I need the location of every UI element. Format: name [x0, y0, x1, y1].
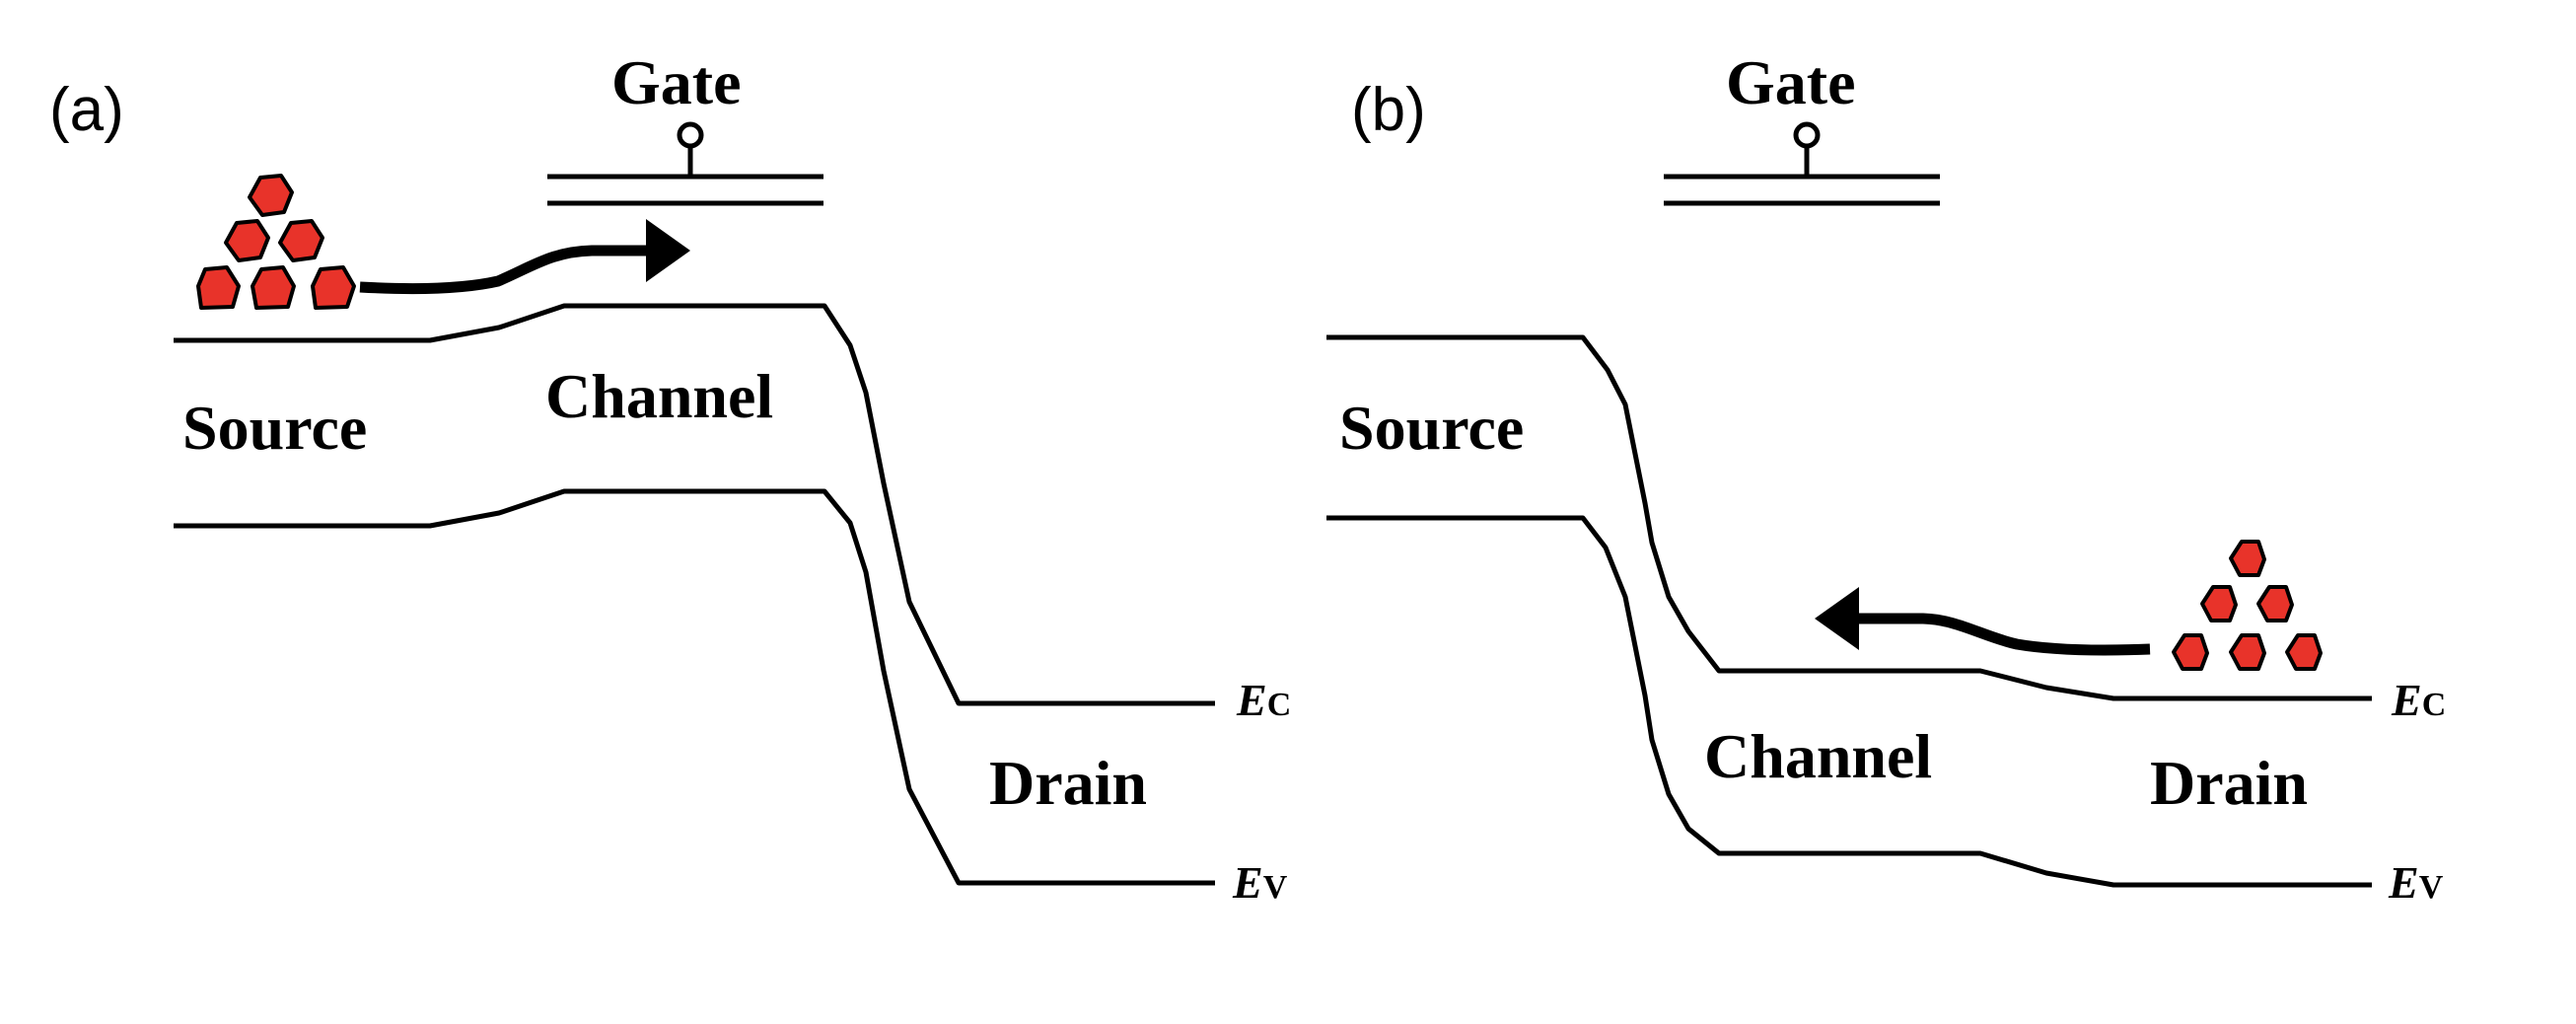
- electron-cluster-b: [2172, 540, 2323, 671]
- electron-icon: [2285, 633, 2323, 671]
- gate-label-b: Gate: [1726, 47, 1856, 117]
- gate-terminal-icon: [1793, 121, 1821, 175]
- electron-icon: [196, 265, 241, 310]
- ev-label-a: EV: [1232, 857, 1288, 908]
- panel-label-a: (a): [49, 76, 124, 144]
- gate-terminal-icon: [677, 121, 704, 175]
- electron-icon: [250, 265, 296, 310]
- electron-icon: [248, 174, 294, 217]
- drain-label-b: Drain: [2150, 748, 2308, 818]
- source-label-b: Source: [1339, 393, 1524, 463]
- valence-band-b: [1326, 515, 2372, 888]
- electron-icon: [278, 219, 324, 262]
- gate-label-a: Gate: [611, 47, 742, 117]
- electron-icon: [2229, 633, 2266, 671]
- panel-b: (b) Gate Source Channel Drain EC EV: [1326, 47, 2446, 908]
- conduction-band-b: [1326, 334, 2372, 701]
- electron-icon: [2229, 540, 2266, 577]
- electron-icon: [311, 265, 356, 310]
- drain-label-a: Drain: [989, 748, 1147, 818]
- arrow-icon: [1815, 587, 2151, 656]
- channel-label-a: Channel: [545, 361, 773, 431]
- ec-label-b: EC: [2391, 675, 2446, 725]
- electron-icon: [2200, 585, 2238, 622]
- valence-band-a: [174, 488, 1215, 886]
- ec-label-a: EC: [1236, 675, 1291, 725]
- source-label-a: Source: [182, 393, 367, 463]
- panel-a: (a) Gate Source Channel Drain EC EV: [49, 47, 1291, 908]
- electron-icon: [2256, 585, 2294, 622]
- ev-label-b: EV: [2388, 857, 2444, 908]
- channel-label-b: Channel: [1704, 721, 1932, 791]
- conduction-band-a: [174, 303, 1215, 706]
- arrow-icon: [359, 219, 690, 295]
- electron-icon: [224, 219, 270, 262]
- panel-label-b: (b): [1351, 76, 1426, 144]
- electron-icon: [2172, 633, 2209, 671]
- electron-cluster-a: [196, 174, 356, 310]
